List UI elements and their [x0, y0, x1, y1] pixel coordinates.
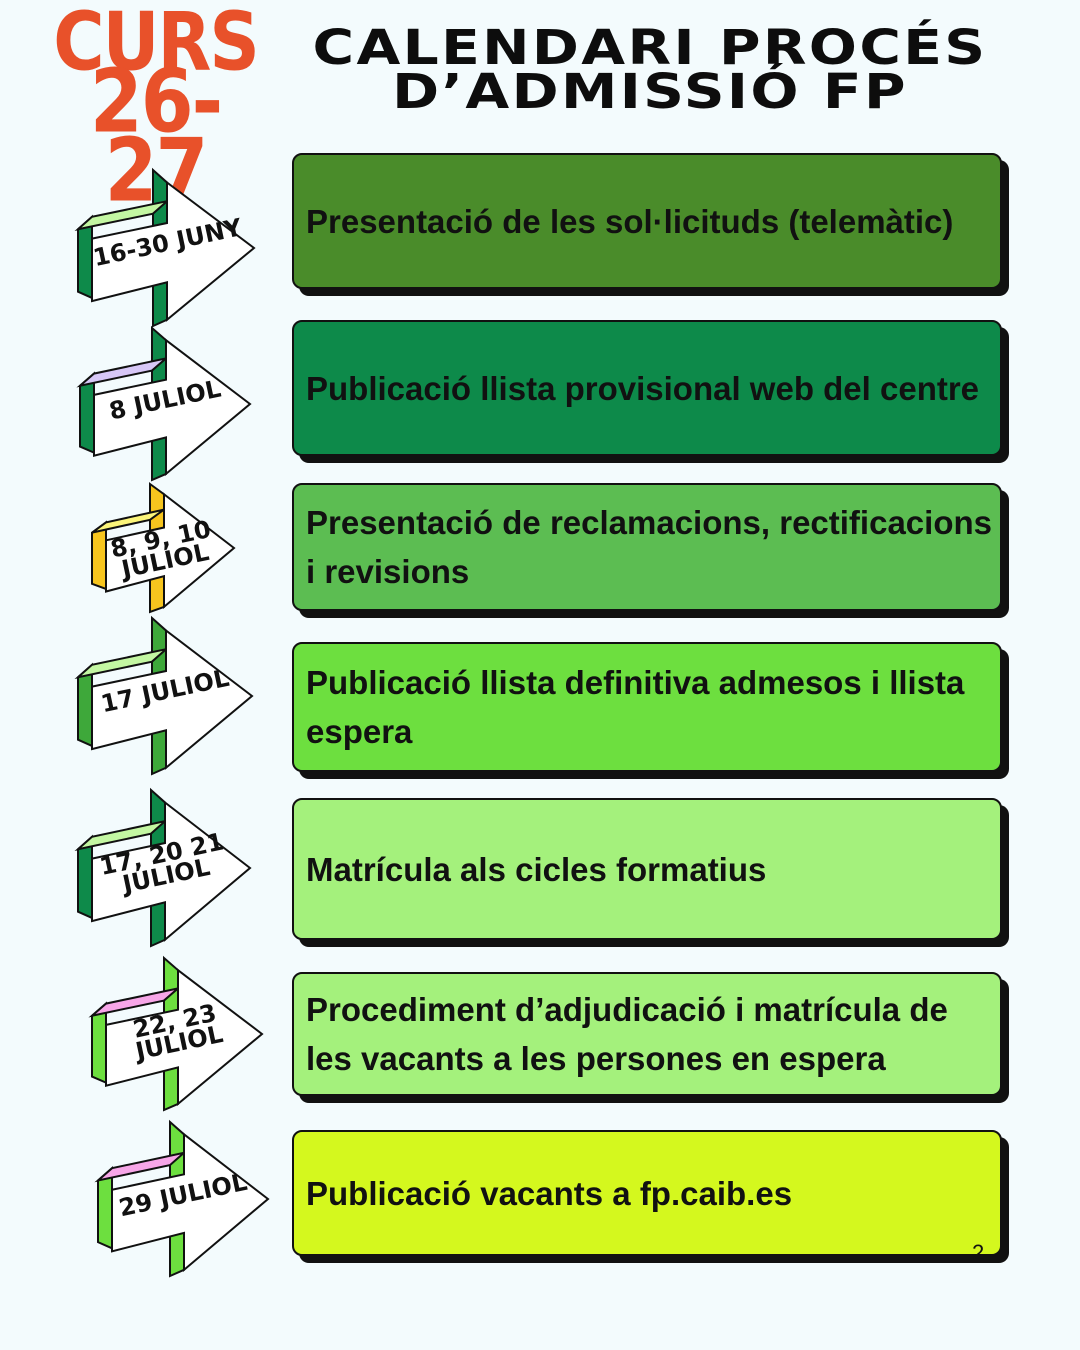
step-box: Matrícula als cicles formatius [292, 798, 1002, 940]
step-box: Presentació de reclamacions, rectificaci… [292, 483, 1002, 611]
step-box: Publicació vacants a fp.caib.es [292, 1130, 1002, 1256]
page-title-line2: D’ADMISSIÓ FP [392, 64, 908, 120]
date-arrow-icon [76, 325, 252, 482]
page-title-line1: CALENDARI PROCÉS [312, 20, 988, 76]
step-description: Presentació de reclamacions, rectificaci… [306, 504, 992, 590]
step-description: Presentació de les sol·licituds (telemàt… [306, 202, 954, 240]
step-description: Publicació llista provisional web del ce… [306, 369, 980, 407]
course-label-line1: CURS [53, 0, 260, 90]
page-title: CALENDARI PROCÉS D’ADMISSIÓ FP [285, 24, 1015, 116]
course-label: CURS 26-27 [48, 2, 263, 214]
page-number: 2 [972, 1240, 985, 1265]
date-arrow-icon [74, 787, 252, 948]
step-description: Publicació llista definitiva admesos i l… [306, 664, 965, 750]
step-box: Procediment d’adjudicació i matrícula de… [292, 972, 1002, 1096]
step-description: Matrícula als cicles formatius [306, 850, 767, 888]
step-box: Presentació de les sol·licituds (telemàt… [292, 153, 1002, 289]
date-arrow-icon [91, 482, 236, 614]
step-box: Publicació llista provisional web del ce… [292, 320, 1002, 456]
date-arrow-icon [74, 615, 254, 776]
step-box: Publicació llista definitiva admesos i l… [292, 642, 1002, 772]
date-arrow-icon [88, 955, 264, 1112]
step-description: Publicació vacants a fp.caib.es [306, 1174, 793, 1212]
step-description: Procediment d’adjudicació i matrícula de… [306, 991, 948, 1077]
date-arrow-icon [94, 1119, 270, 1278]
date-arrow-icon [74, 167, 256, 328]
course-label-line2: 26-27 [89, 49, 223, 222]
